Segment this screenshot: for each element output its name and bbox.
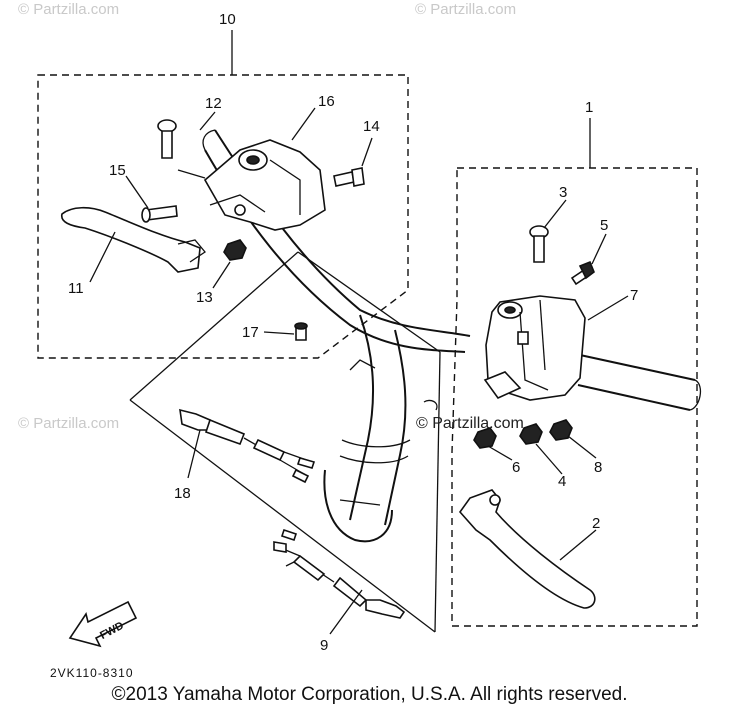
callouts: 10 1 12 16 14 15 11 13 17 3 5 7 6 4 8 2 … <box>68 11 638 654</box>
watermark-mid-left: © Partzilla.com <box>18 415 119 432</box>
callout-2: 2 <box>592 515 600 532</box>
callout-15: 15 <box>109 162 126 179</box>
callout-7: 7 <box>630 287 638 304</box>
copyright-notice: ©2013 Yamaha Motor Corporation, U.S.A. A… <box>111 684 628 705</box>
callout-6: 6 <box>512 459 520 476</box>
callout-16: 16 <box>318 93 335 110</box>
nut-13 <box>223 239 247 261</box>
nut-4 <box>519 423 543 445</box>
holder-7 <box>483 295 586 401</box>
callout-13: 13 <box>196 289 213 306</box>
callout-9: 9 <box>320 637 328 654</box>
nut-6 <box>473 427 497 449</box>
callout-12: 12 <box>205 95 222 112</box>
callout-10: 10 <box>219 11 236 28</box>
switch-18 <box>179 408 316 484</box>
watermark-center: © Partzilla.com <box>416 415 524 432</box>
fwd-arrow: FWD <box>68 600 138 648</box>
callout-17: 17 <box>242 324 259 341</box>
callout-11: 11 <box>68 280 84 297</box>
assembly-1-group <box>451 118 698 627</box>
bolt-17 <box>294 322 308 341</box>
callout-3: 3 <box>559 184 567 201</box>
screw-15 <box>141 205 178 223</box>
callout-4: 4 <box>558 473 566 490</box>
lever-11 <box>61 206 206 273</box>
callout-5: 5 <box>600 217 608 234</box>
callout-1: 1 <box>585 99 593 116</box>
nut-8 <box>549 419 573 441</box>
bolt-5 <box>570 260 595 286</box>
callout-8: 8 <box>594 459 602 476</box>
bolt-3 <box>529 225 549 263</box>
leader-lines <box>89 107 629 635</box>
holder-16 <box>203 139 326 231</box>
lever-2 <box>458 489 596 609</box>
switch-9 <box>273 528 406 619</box>
bolt-12 <box>157 119 206 179</box>
bolt-14 <box>333 167 365 187</box>
callout-18: 18 <box>174 485 191 502</box>
callout-14: 14 <box>363 118 380 135</box>
watermark-top-left: © Partzilla.com <box>18 1 119 18</box>
diagram-code: 2VK110-8310 <box>50 666 134 680</box>
watermark-top-right: © Partzilla.com <box>415 1 516 18</box>
